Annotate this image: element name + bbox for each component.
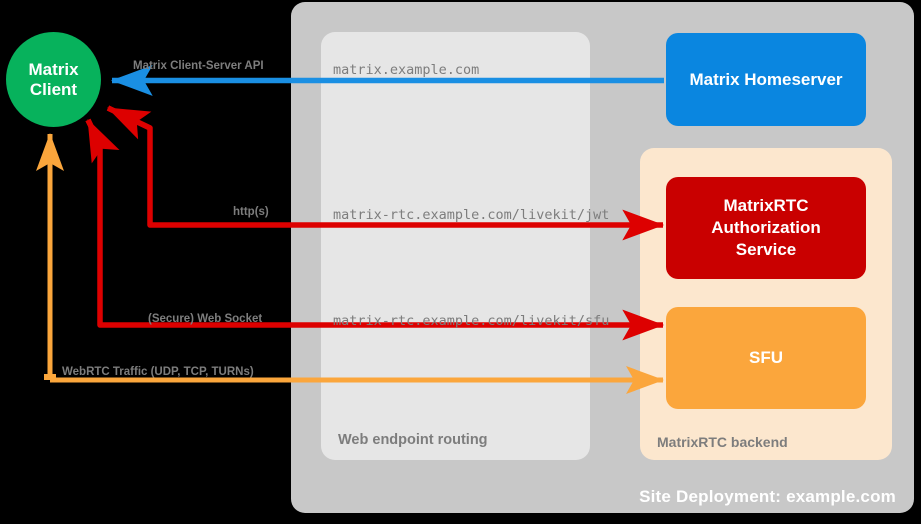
- edge-label-webrtc-media-protocol: WebRTC Traffic (UDP, TCP, TURNs): [62, 366, 254, 378]
- edge-label-cs-api-protocol: Matrix Client-Server API: [133, 60, 264, 72]
- edge-label-livekit-sfu-protocol: (Secure) Web Socket: [148, 313, 263, 325]
- authservice-label-line3: Service: [735, 239, 797, 259]
- site-deployment-label: Site Deployment: example.com: [639, 487, 896, 506]
- matrixrtc-backend-label: MatrixRTC backend: [657, 434, 788, 450]
- matrix-client-label-line2: Client: [29, 79, 78, 99]
- matrix-client-label: Matrix Client: [28, 60, 78, 99]
- node-matrixrtc-authorization-service[interactable]: MatrixRTC Authorization Service: [666, 177, 866, 279]
- edge-livekit-sfu: [85, 118, 665, 341]
- node-matrix-homeserver[interactable]: Matrix Homeserver: [666, 33, 866, 126]
- web-endpoint-routing-label: Web endpoint routing: [338, 432, 488, 448]
- container-web-endpoint-routing: Web endpoint routing: [321, 32, 590, 460]
- authservice-label: MatrixRTC Authorization Service: [711, 195, 821, 260]
- edge-webrtc-media: [36, 133, 664, 395]
- sfu-label: SFU: [749, 348, 783, 367]
- edge-label-livekit-jwt-protocol: http(s): [233, 206, 269, 218]
- edge-livekit-jwt: [106, 105, 665, 241]
- endpoint-label-livekit-sfu: matrix-rtc.example.com/livekit/sfu: [333, 313, 610, 329]
- matrix-client-label-line1: Matrix: [28, 59, 79, 79]
- authservice-label-line2: Authorization: [711, 218, 821, 238]
- node-sfu[interactable]: SFU: [666, 307, 866, 409]
- node-matrix-client[interactable]: Matrix Client: [6, 32, 101, 127]
- endpoint-label-livekit-jwt: matrix-rtc.example.com/livekit/jwt: [333, 207, 610, 223]
- endpoint-label-matrix-example-com: matrix.example.com: [333, 62, 480, 78]
- authservice-label-line1: MatrixRTC: [723, 196, 809, 216]
- matrix-homeserver-label: Matrix Homeserver: [689, 69, 843, 89]
